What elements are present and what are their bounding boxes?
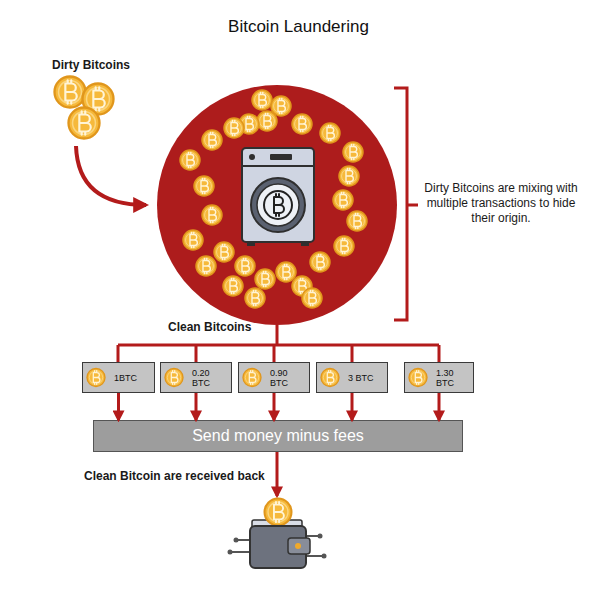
coin-icon (83, 84, 114, 115)
coin-icon (333, 190, 353, 210)
bitcoin-symbol (274, 194, 284, 216)
coin-icon (165, 369, 183, 387)
coin-icon (239, 114, 259, 134)
coin-icon (310, 252, 330, 272)
machine-window (257, 184, 299, 226)
flow-arrow (273, 393, 276, 420)
machine-display (270, 154, 292, 160)
process-band: Send money minus fees (93, 420, 463, 452)
coin-icon (245, 288, 265, 308)
coin-icon (223, 276, 243, 296)
flow-arrow (351, 393, 354, 420)
circuit-dot (234, 538, 239, 543)
circuit-lines (232, 536, 322, 556)
amount-box: 0.90 BTC (238, 362, 310, 393)
text-label: Clean Bitcoin are received back (84, 469, 304, 484)
mixer-circle (157, 85, 397, 325)
coin-icon (214, 242, 234, 262)
split-lines (118, 325, 439, 362)
wallet-button (295, 543, 301, 549)
coin-icon (292, 114, 312, 134)
machine-foot (247, 242, 255, 246)
coin-icon (292, 276, 312, 296)
amount-box: 1BTC (82, 362, 155, 393)
coin-icon (202, 130, 222, 150)
band-text: Send money minus fees (192, 427, 364, 445)
text-label: Clean Bitcoins (168, 320, 278, 335)
coin-icon (55, 77, 86, 108)
wallet-icon (228, 499, 327, 569)
coin-icon (302, 288, 322, 308)
bracket (394, 88, 418, 320)
coin-icon (339, 166, 359, 186)
coin-icon (265, 499, 292, 526)
coin-icon (276, 262, 296, 282)
machine-foot (301, 242, 309, 246)
amount-text: 0.20 BTC (192, 368, 224, 388)
coin-icon (180, 150, 200, 170)
circuit-dot (318, 534, 323, 539)
machine-panel (242, 165, 314, 167)
diagram-title: Bitcoin Laundering (0, 17, 597, 37)
wallet-card (252, 520, 302, 530)
coin-icon (320, 123, 340, 143)
flow-arrow (195, 393, 198, 420)
coin-icon (255, 269, 275, 289)
wallet-arrow (276, 452, 279, 496)
dirty-coins (55, 77, 114, 139)
coin-icon (321, 369, 339, 387)
coin-icon (257, 111, 277, 131)
text-label: Dirty Bitcoins (52, 58, 152, 73)
coin-icon (409, 369, 427, 387)
circuit-dot (322, 554, 327, 559)
coin-icon (202, 205, 222, 225)
text-label: Dirty Bitcoins are mixing with multiple … (418, 181, 584, 226)
washing-machine (242, 148, 314, 246)
coin-icon (87, 369, 105, 387)
amount-box: 0.20 BTC (160, 362, 232, 393)
circuit-dot (228, 550, 233, 555)
coin-icon (196, 256, 216, 276)
coin-icon (235, 256, 255, 276)
coin-icon (347, 211, 367, 231)
coin-icon (224, 118, 244, 138)
coin-icon (334, 236, 354, 256)
amount-text: 0.90 BTC (270, 368, 302, 388)
amount-text: 1BTC (114, 373, 146, 383)
coin-icon (243, 369, 261, 387)
coin-icon (194, 176, 214, 196)
amount-box: 1.30 BTC (404, 362, 474, 393)
coin-icon (252, 90, 272, 110)
box-coins (87, 369, 427, 387)
amount-box: 3 BTC (316, 362, 388, 393)
flow-arrow (117, 393, 120, 420)
coin-icon (69, 108, 100, 139)
coin-icon (183, 230, 203, 250)
wallet-body (250, 526, 306, 568)
coin-icon (271, 96, 291, 116)
flow-arrow (438, 393, 441, 420)
curved-arrow (76, 146, 146, 205)
wallet-flap (288, 538, 310, 554)
machine-knob (249, 154, 255, 160)
coin-icon (343, 142, 363, 162)
mixing-coins (180, 90, 367, 308)
machine-door (251, 178, 305, 232)
machine-body (242, 148, 314, 242)
amount-text: 3 BTC (348, 373, 380, 383)
coin-ring (264, 191, 292, 219)
amount-text: 1.30 BTC (436, 368, 468, 388)
